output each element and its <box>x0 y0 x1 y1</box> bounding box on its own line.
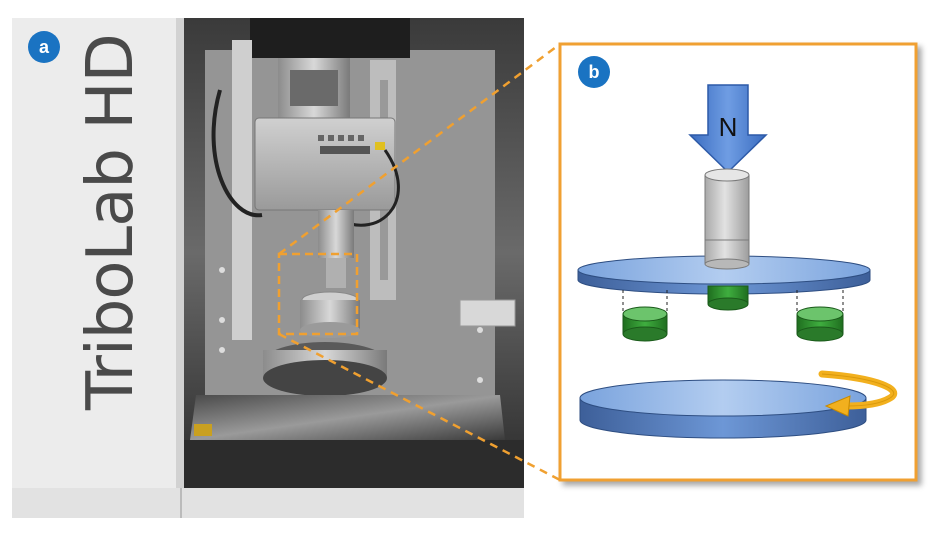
badge-b-label: b <box>589 62 600 82</box>
pin-center <box>707 285 749 311</box>
pin-right <box>796 306 844 342</box>
connector-line-bottom <box>278 332 561 482</box>
force-label: N <box>719 112 738 142</box>
badge-a: a <box>28 31 60 63</box>
force-arrow <box>688 84 768 174</box>
panel-a-photo <box>12 18 524 518</box>
zoom-region-box <box>277 252 359 336</box>
connector-line-top <box>278 42 561 256</box>
lower-disc <box>579 379 867 439</box>
rotation-arrow <box>818 370 898 417</box>
badge-b: b <box>578 56 610 88</box>
pin-guide-lines <box>622 290 844 330</box>
brand-text: TriboLab HD <box>74 34 148 411</box>
badge-a-label: a <box>39 37 50 57</box>
pin-left <box>622 306 668 342</box>
upper-disc <box>577 239 871 295</box>
